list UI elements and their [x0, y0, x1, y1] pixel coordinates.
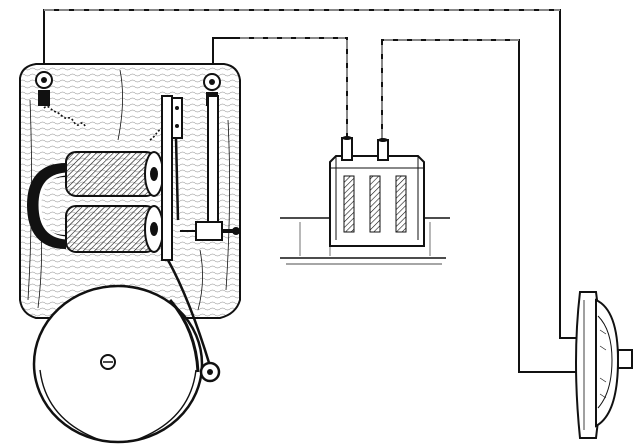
circuit-wires	[43, 9, 580, 373]
push-button-knob-icon	[617, 349, 633, 369]
electromagnet	[26, 151, 164, 253]
wire-bell-to-battery	[212, 37, 348, 145]
push-button	[575, 291, 633, 439]
armature	[161, 95, 212, 367]
contact-screw	[180, 95, 240, 241]
battery-terminal-right-icon	[377, 139, 389, 161]
gong	[32, 284, 204, 444]
battery-terminal-left-icon	[341, 137, 353, 161]
battery-cell	[329, 136, 425, 247]
hammer-rod	[166, 259, 212, 367]
coiled-lead	[43, 105, 87, 129]
